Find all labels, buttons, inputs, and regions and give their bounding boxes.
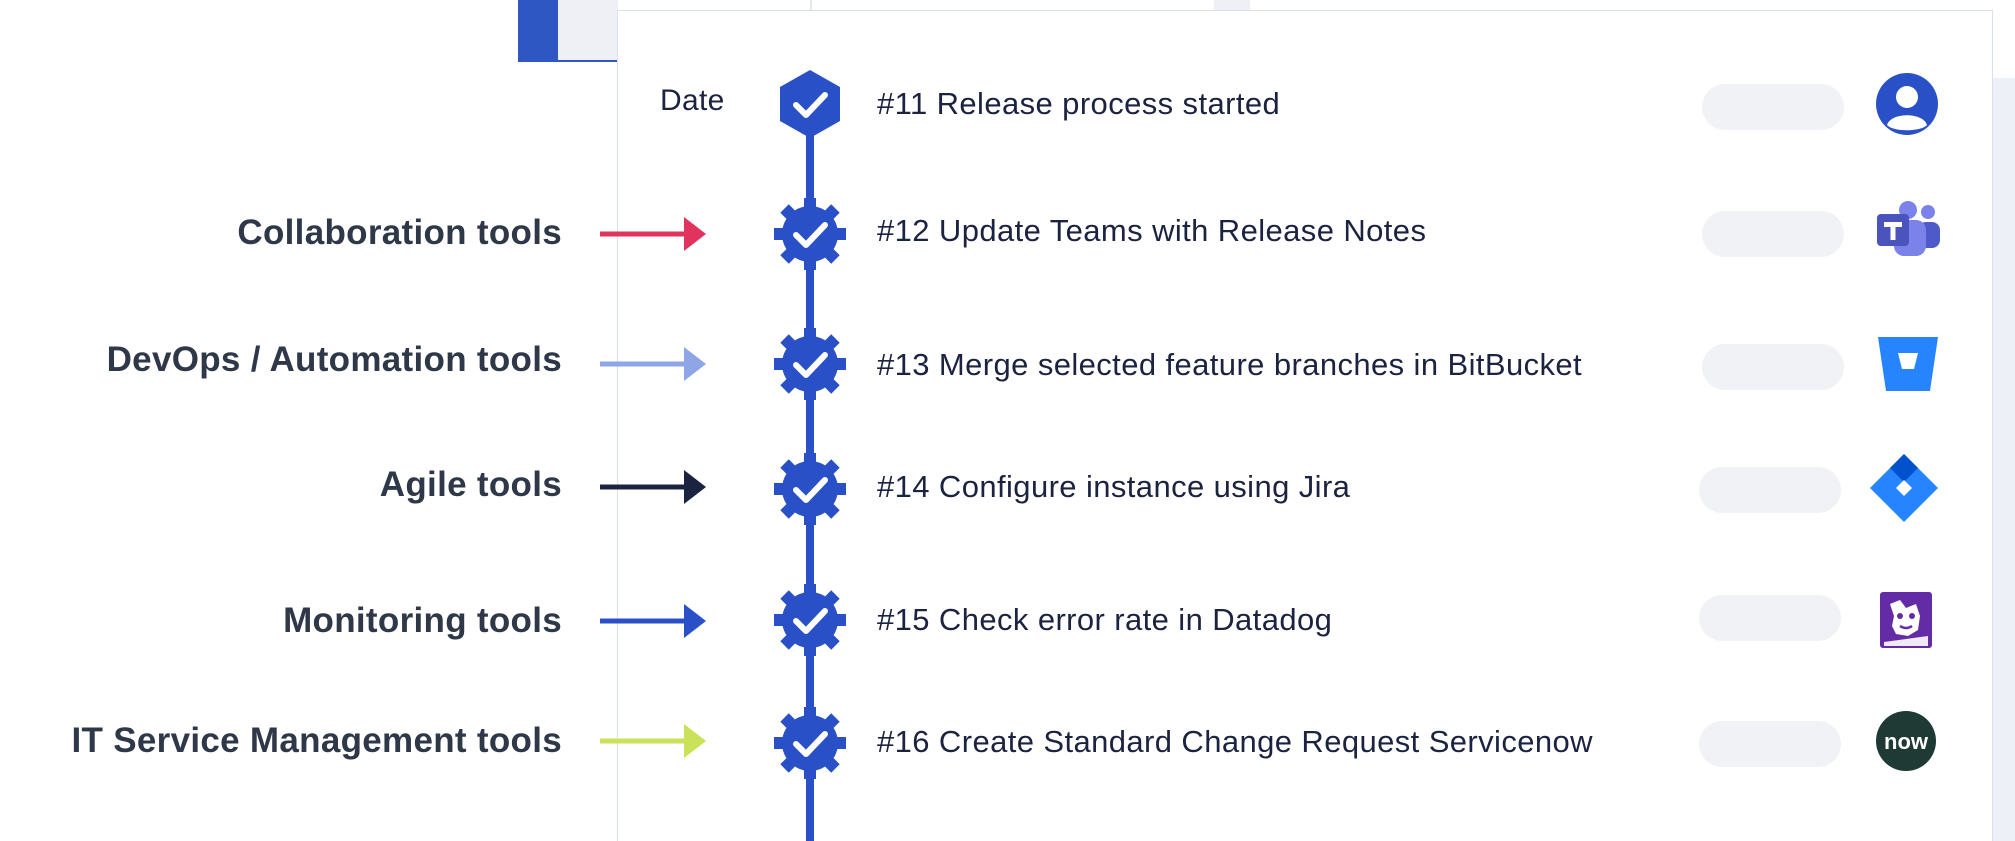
background-window-tab <box>518 0 558 62</box>
datadog-icon[interactable] <box>1872 586 1940 654</box>
date-column-label: Date <box>660 84 725 117</box>
step-16-title[interactable]: #16 Create Standard Change Request Servi… <box>877 724 1593 759</box>
background-window-panel <box>558 0 618 60</box>
step-14-title[interactable]: #14 Configure instance using Jira <box>877 469 1351 504</box>
right-side-panel <box>1992 78 2015 841</box>
gear-check-icon <box>774 584 846 656</box>
step-13-completed-badge <box>772 326 848 402</box>
step-15-title[interactable]: #15 Check error rate in Datadog <box>877 602 1333 637</box>
step-15-completed-badge <box>772 582 848 658</box>
legend-label-itsm: IT Service Management tools <box>71 721 562 760</box>
step-16-completed-badge <box>772 705 848 781</box>
background-divider <box>518 60 618 62</box>
servicenow-icon[interactable]: now <box>1872 707 1940 775</box>
hexagon-check-icon <box>780 70 840 138</box>
step-11-status-pill <box>1702 84 1844 130</box>
microsoft-teams-icon[interactable] <box>1874 198 1942 266</box>
legend-label-agile: Agile tools <box>379 465 562 504</box>
gear-check-icon <box>774 453 846 525</box>
itsm-arrow-icon <box>598 720 708 762</box>
step-12-title[interactable]: #12 Update Teams with Release Notes <box>877 213 1427 248</box>
step-16-status-pill <box>1699 721 1841 767</box>
background-divider <box>810 0 812 12</box>
step-12-status-pill <box>1702 211 1844 257</box>
bitbucket-icon[interactable] <box>1874 331 1942 399</box>
gear-check-icon <box>774 328 846 400</box>
monitoring-arrow-icon <box>598 600 708 642</box>
step-13-title[interactable]: #13 Merge selected feature branches in B… <box>877 347 1583 382</box>
step-14-status-pill <box>1699 467 1841 513</box>
legend-label-monitoring: Monitoring tools <box>283 601 562 640</box>
devops-arrow-icon <box>598 343 708 385</box>
step-15-status-pill <box>1699 595 1841 641</box>
step-14-completed-badge <box>772 451 848 527</box>
gear-check-icon <box>774 198 846 270</box>
collaboration-arrow-icon <box>598 213 708 255</box>
release-timeline-card <box>617 10 1993 841</box>
gear-check-icon <box>774 707 846 779</box>
step-11-completed-badge <box>772 66 848 142</box>
step-13-status-pill <box>1702 344 1844 390</box>
servicenow-logo-text: now <box>1884 729 1929 754</box>
agile-arrow-icon <box>598 466 708 508</box>
legend-label-devops: DevOps / Automation tools <box>106 340 562 379</box>
legend-label-collaboration: Collaboration tools <box>237 213 562 252</box>
step-11-title[interactable]: #11 Release process started <box>877 86 1281 121</box>
jira-icon[interactable] <box>1870 454 1938 522</box>
user-avatar-icon[interactable] <box>1873 70 1941 138</box>
step-12-completed-badge <box>772 196 848 272</box>
background-window-panel <box>1214 0 1250 12</box>
